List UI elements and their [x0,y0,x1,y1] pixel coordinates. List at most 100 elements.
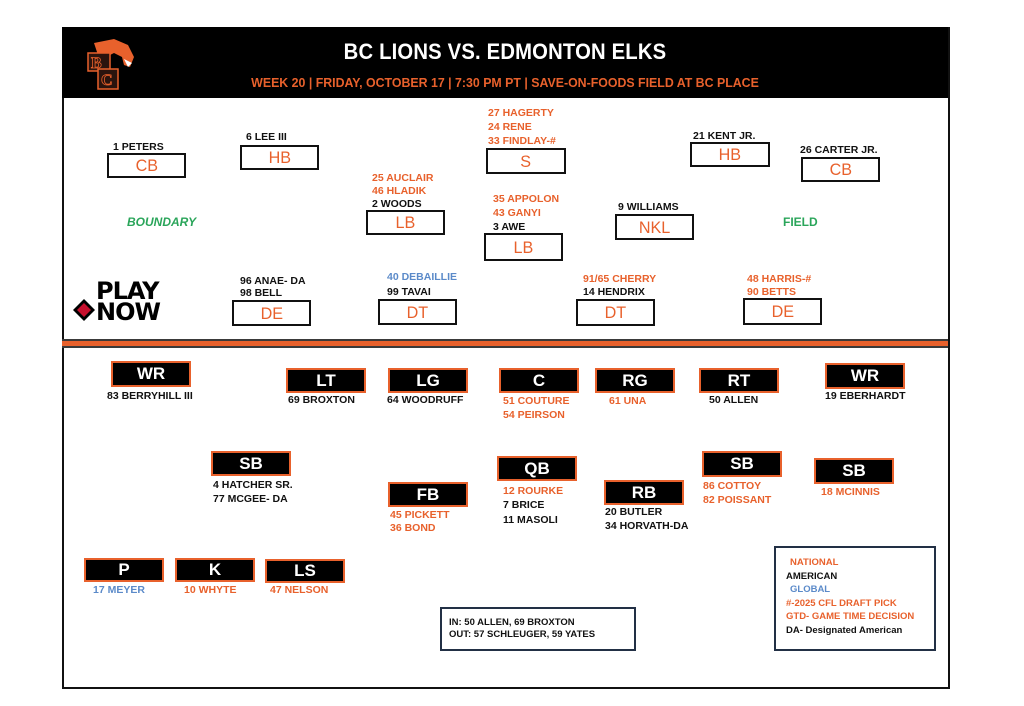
position-box-fb: FB [388,482,468,507]
player-name: 3 AWE [493,221,526,233]
field-side-label: FIELD [783,215,818,229]
position-label: WR [136,364,166,383]
roster-changes-box: IN: 50 ALLEN, 69 BROXTON OUT: 57 SCHLEUG… [440,607,636,651]
legend-designated-american: DA- Designated American [786,624,903,636]
player-name: 33 FINDLAY-# [488,135,556,147]
position-label: K [208,560,222,579]
player-name: 1 PETERS [113,141,164,153]
player-name: 47 NELSON [270,584,329,596]
play-now-sponsor-logo: PLAY NOW [72,277,187,328]
player-name: 25 AUCLAIR [372,172,434,184]
position-label: QB [524,459,550,478]
player-name: 90 BETTS [747,286,797,298]
game-title: BC LIONS VS. EDMONTON ELKS [343,39,667,64]
position-label: HB [268,148,291,167]
position-box-hb-boundary: HB [240,145,319,170]
sponsor-line-1: PLAY [96,277,160,305]
player-name: 40 DEBAILLIE [387,271,458,283]
position-label: LG [416,371,440,390]
player-name: 86 COTTOY [703,480,762,492]
player-name: 34 HORVATH-DA [605,520,689,532]
position-label: SB [842,461,866,480]
position-box-cb-field: CB [801,157,880,182]
player-name: 14 HENDRIX [583,286,645,298]
player-name: 7 BRICE [503,499,545,511]
player-name: 19 EBERHARDT [825,390,906,402]
player-name: 27 HAGERTY [488,107,554,119]
position-box-rt: RT [699,368,779,393]
position-box-wr-right: WR [825,363,905,389]
position-box-lb-boundary: LB [366,210,445,235]
position-label: CB [135,156,158,175]
position-box-lb-middle: LB [484,233,563,261]
position-box-nickel: NKL [615,214,694,240]
position-box-lt: LT [286,368,366,393]
player-name: 77 MCGEE- DA [213,493,288,505]
position-box-long-snapper: LS [265,559,345,583]
position-label: DT [604,303,627,322]
player-name: 11 MASOLI [503,514,558,526]
player-name: 54 PEIRSON [503,409,565,421]
player-name: 83 BERRYHILL III [107,390,193,402]
player-name: 61 UNA [609,395,647,407]
player-name: 26 CARTER JR. [800,144,878,156]
legend-game-time-decision: GTD- GAME TIME DECISION [786,611,915,622]
player-name: 9 WILLIAMS [618,201,679,213]
position-box-kicker: K [175,558,255,582]
svg-text:B: B [91,55,102,72]
position-label: S [520,152,532,171]
player-name: 46 HLADIK [372,185,427,197]
position-label: P [118,560,130,579]
player-name: 91/65 CHERRY [583,273,657,285]
position-label: FB [416,485,440,504]
position-label: LB [395,213,416,232]
svg-text:C: C [101,72,113,89]
position-box-dt-field: DT [576,299,655,326]
bc-lions-logo-icon: B C [87,39,134,90]
position-box-sb-middle: SB [702,451,782,477]
player-name: 64 WOODRUFF [387,394,464,406]
player-name: 20 BUTLER [605,506,663,518]
position-box-rg: RG [595,368,675,393]
roster-in: IN: 50 ALLEN, 69 BROXTON [449,617,575,628]
position-label: HB [718,145,742,164]
position-label: DE [771,302,794,321]
diamond-icon [73,299,95,321]
boundary-side-label: BOUNDARY [127,215,197,229]
legend-draft-pick: #-2025 CFL DRAFT PICK [786,597,897,609]
position-label: LT [316,371,336,390]
position-box-cb-boundary: CB [107,153,186,178]
roster-out: OUT: 57 SCHLEUGER, 59 YATES [449,629,596,640]
player-name: 2 WOODS [372,198,422,210]
player-name: 45 PICKETT [390,509,450,521]
player-name: 48 HARRIS-# [747,273,812,285]
player-name: 82 POISSANT [703,494,772,506]
position-box-lg: LG [388,368,468,393]
player-name: 99 TAVAI [387,286,431,298]
player-name: 51 COUTURE [503,395,570,407]
position-box-dt-boundary: DT [378,299,457,325]
position-box-c: C [499,368,579,393]
position-box-hb-field: HB [690,142,770,167]
position-label: RT [727,371,751,390]
line-of-scrimmage-divider [62,339,948,348]
position-box-punter: P [84,558,164,582]
position-label: NKL [638,218,671,237]
player-name: 96 ANAE- DA [240,275,306,287]
player-name: 36 BOND [390,522,436,534]
position-label: RG [622,371,648,390]
player-name: 17 MEYER [93,584,145,596]
game-subtitle: WEEK 20 | FRIDAY, OCTOBER 17 | 7:30 PM P… [251,75,759,90]
legend-global: GLOBAL [790,584,831,595]
player-name: 69 BROXTON [288,394,355,406]
position-label: C [532,371,546,390]
header-banner: B C BC LIONS VS. EDMONTON ELKS WEEK 20 |… [62,27,948,98]
position-box-sb-left: SB [211,451,291,476]
sponsor-line-2: NOW [96,298,161,326]
position-box-qb: QB [497,456,577,481]
position-box-rb: RB [604,480,684,505]
player-name: 43 GANYI [493,207,541,219]
position-label: SB [730,454,754,473]
position-label: WR [850,366,880,385]
player-name: 4 HATCHER SR. [213,479,293,491]
